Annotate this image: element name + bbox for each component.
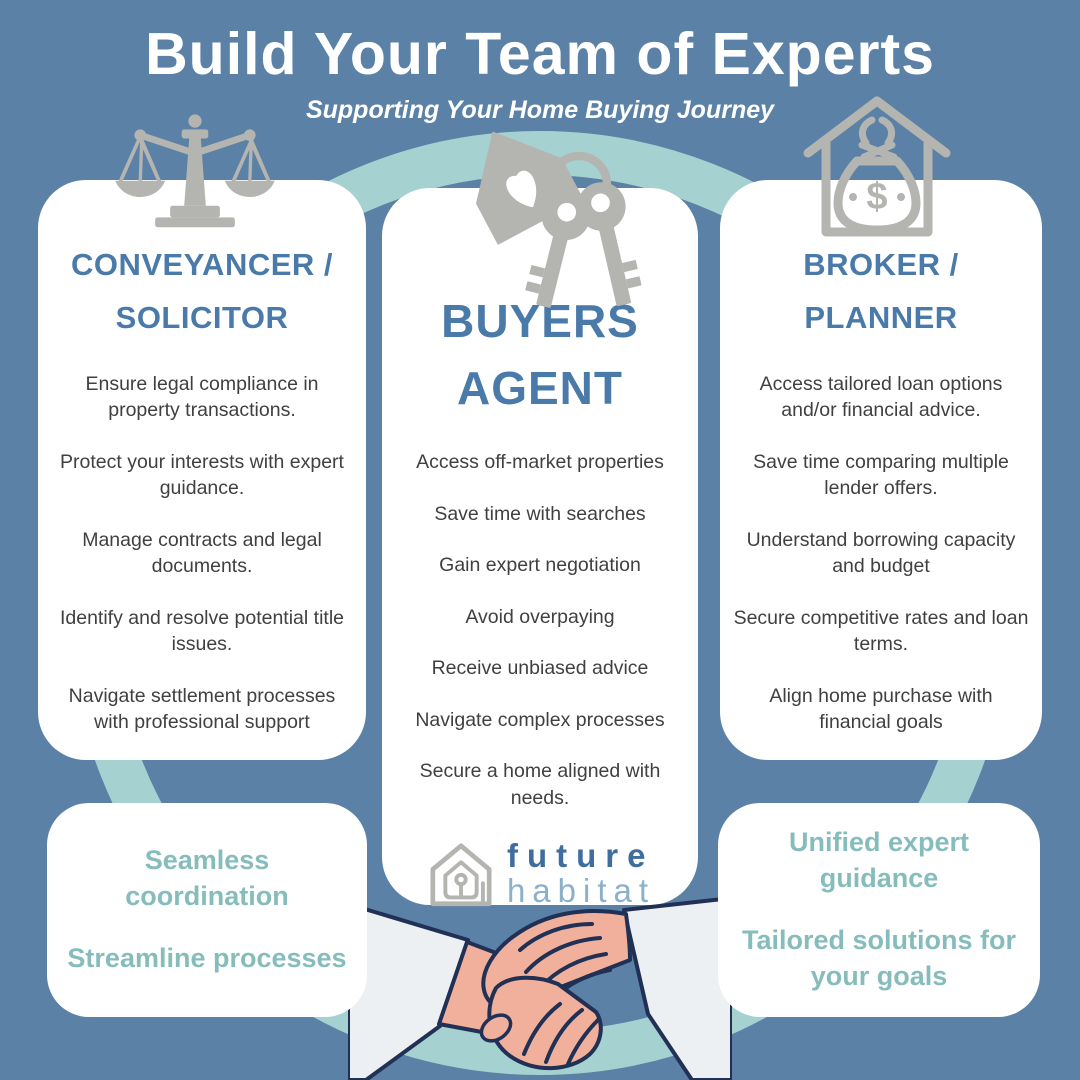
benefit-item: Align home purchase with financial goals	[769, 684, 993, 734]
benefit-item: Ensure legal compliance in property tran…	[85, 372, 319, 422]
logo-word-habitat: habitat	[506, 871, 656, 909]
benefit-item: Manage contracts and legal documents.	[82, 528, 322, 578]
benefit-item: Save time comparing multiple lender offe…	[753, 450, 1009, 500]
benefit-line: Streamline processes	[67, 942, 347, 973]
logo-word-future: future	[506, 836, 655, 874]
benefit-item: Understand borrowing capacity and budget	[746, 528, 1016, 578]
house-keychain-with-keys-icon	[476, 131, 642, 308]
page-subtitle: Supporting Your Home Buying Journey	[305, 96, 775, 124]
scales-of-justice-icon	[115, 114, 275, 228]
benefit-item: Save time with searches	[434, 502, 646, 525]
conveyancer-benefits-list: Ensure legal compliance in property tran…	[38, 371, 366, 736]
buyers-agent-benefits-list: Access off-market properties Save time w…	[382, 449, 698, 811]
page-title: Build Your Team of Experts	[145, 21, 935, 87]
future-habitat-logo: future habitat	[382, 837, 698, 911]
dollar-sign: $	[866, 176, 887, 218]
benefit-item: Access tailored loan options and/or fina…	[759, 372, 1003, 422]
benefit-item: Receive unbiased advice	[431, 657, 649, 680]
benefit-line: Tailored solutions for your goals	[741, 925, 1016, 991]
benefit-line: Unified expert guidance	[788, 827, 970, 894]
benefit-item: Identify and resolve potential title iss…	[59, 606, 344, 656]
coordination-benefit-card: Seamless coordination Streamline process…	[47, 803, 367, 1017]
benefit-item: Avoid overpaying	[465, 605, 615, 628]
logo-wordmark: future habitat	[506, 836, 656, 909]
broker-planner-card: BROKER / PLANNER Access tailored loan op…	[720, 180, 1042, 760]
benefit-item: Navigate complex processes	[415, 708, 665, 731]
buyers-agent-card: BUYERS AGENT Access off-market propertie…	[382, 188, 698, 907]
broker-benefits-list: Access tailored loan options and/or fina…	[720, 371, 1042, 736]
house-with-money-bag-icon: $	[803, 96, 951, 237]
broker-card-title: BROKER / PLANNER	[803, 247, 959, 336]
conveyancer-solicitor-card: CONVEYANCER / SOLICITOR Ensure legal com…	[38, 180, 366, 760]
benefit-item: Secure a home aligned with needs.	[419, 760, 661, 809]
handshake-illustration	[348, 896, 732, 1080]
future-habitat-house-logo-icon	[430, 842, 492, 906]
benefit-line: Seamless coordination	[125, 845, 289, 912]
header: Build Your Team of Experts Supporting Yo…	[0, 0, 1080, 125]
benefit-item: Access off-market properties	[416, 451, 664, 474]
benefit-item: Secure competitive rates and loan terms.	[733, 606, 1029, 656]
benefit-item: Navigate settlement processes with profe…	[68, 684, 336, 734]
guidance-benefit-card: Unified expert guidance Tailored solutio…	[718, 803, 1040, 1017]
conveyancer-card-title: CONVEYANCER / SOLICITOR	[70, 247, 334, 336]
benefit-item: Protect your interests with expert guida…	[60, 450, 344, 500]
benefit-item: Gain expert negotiation	[439, 554, 641, 577]
